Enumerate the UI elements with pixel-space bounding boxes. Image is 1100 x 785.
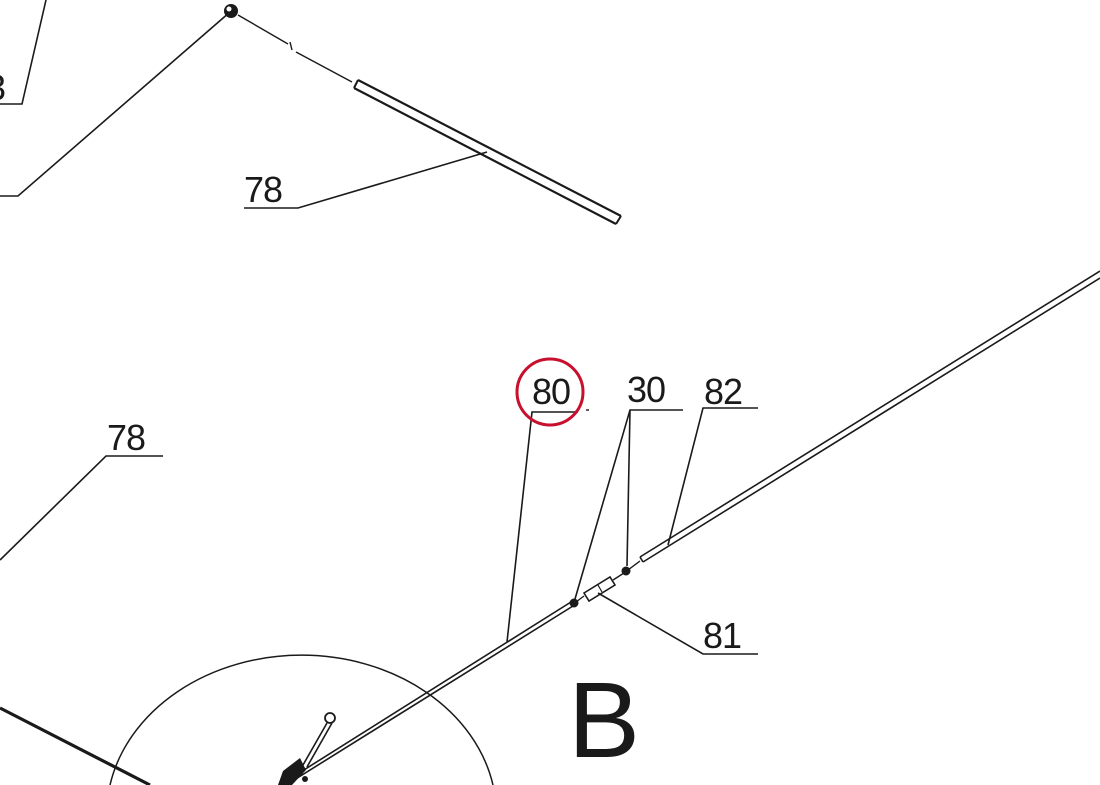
ball-joint-top (224, 4, 238, 18)
callout-label-80: 80 (532, 371, 570, 412)
rod-82 (639, 270, 1100, 563)
ball-joint-30-b (621, 566, 631, 576)
callout-label-78-left: 78 (107, 417, 145, 458)
leader-81 (597, 592, 758, 655)
callout-label-30: 30 (627, 369, 665, 410)
pin-81-right (612, 572, 625, 581)
callout-label-82: 82 (704, 371, 742, 412)
connector-81 (582, 575, 617, 603)
leader-80 (506, 411, 578, 643)
highlight-circle-80 (515, 357, 585, 427)
pin-82-left (627, 560, 641, 571)
rod-78-top (353, 79, 622, 225)
rod-bottom-left (0, 706, 151, 785)
ball-joint-30-a (569, 598, 579, 608)
leader-partial-3 (0, 0, 47, 105)
callout-label-78-top: 78 (244, 169, 282, 210)
detail-circle (109, 654, 494, 785)
pivot-lever (278, 712, 336, 785)
rod-main (279, 601, 574, 785)
leader-30 (574, 409, 683, 600)
leader-top-left (0, 11, 231, 197)
callout-label-81: 81 (703, 615, 741, 656)
pin-top (237, 14, 353, 83)
leader-82 (667, 407, 758, 546)
callout-label-3-partial: 3 (0, 67, 6, 108)
leader-78-left (0, 455, 163, 561)
view-label-b: B (568, 659, 640, 780)
leader-78-top (244, 151, 488, 209)
